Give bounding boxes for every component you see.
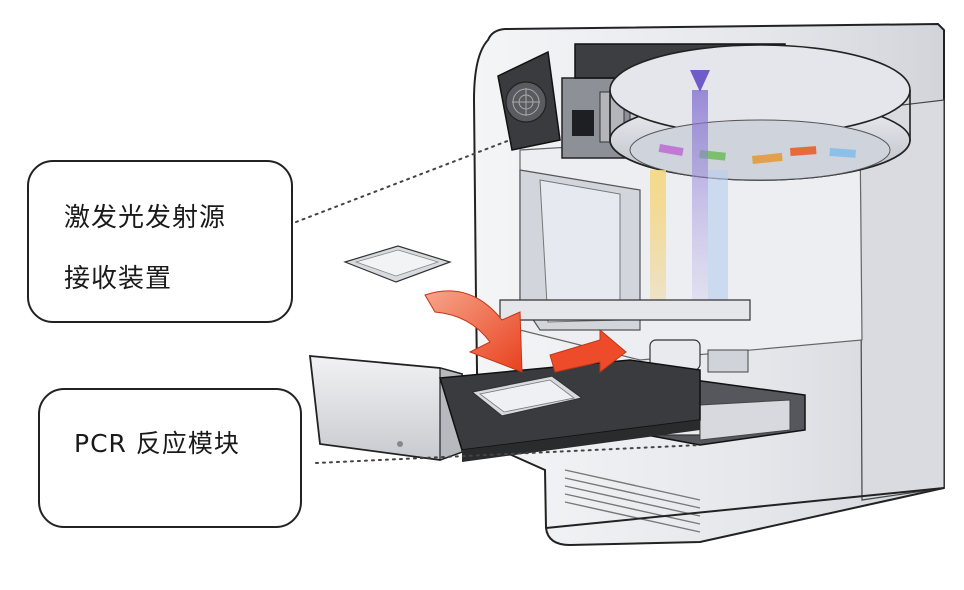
callout-label-excitation-source: 激发光发射源	[64, 203, 227, 233]
curved-arrow-icon	[424, 290, 627, 374]
optical-disc-wheel	[574, 43, 911, 181]
callout-label-pcr-module: PCR 反应模块	[74, 429, 240, 458]
callout-label-receiver: 接收装置	[64, 264, 173, 294]
sample-tray	[308, 355, 701, 462]
light-beams	[650, 70, 728, 320]
callout-leaders	[295, 139, 701, 464]
fan-icon	[497, 50, 561, 151]
callout-box-pcr-module	[38, 388, 302, 528]
floating-plate	[343, 245, 452, 283]
reaction-plate	[470, 375, 584, 417]
callout-box-excitation	[27, 160, 293, 323]
